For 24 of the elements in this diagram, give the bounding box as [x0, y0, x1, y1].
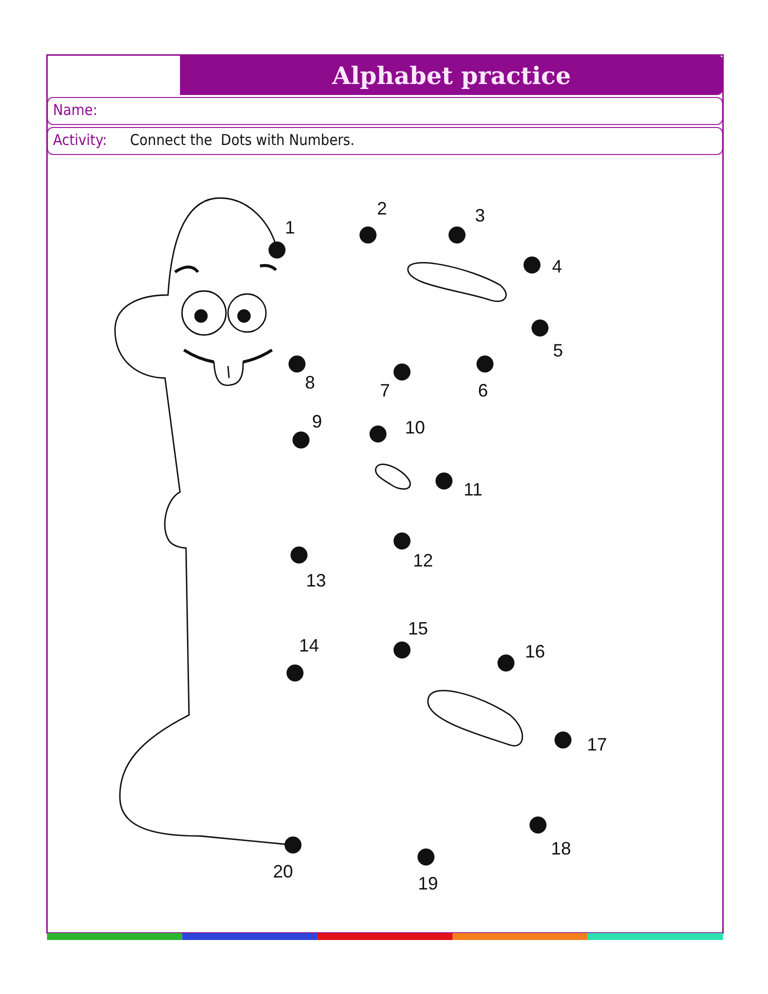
- dot-number: 17: [586, 734, 608, 756]
- field-label: Name:: [53, 101, 98, 119]
- dot-number: 10: [404, 418, 426, 438]
- field-label: Activity:: [53, 131, 107, 149]
- dot-number: 8: [305, 372, 315, 394]
- dot-number: 12: [412, 550, 434, 572]
- dot-number: 11: [464, 480, 482, 500]
- dot-number: 18: [550, 838, 572, 860]
- dot-number: 1: [285, 218, 295, 238]
- dot-number: 14: [298, 636, 320, 656]
- dot-number: 16: [524, 642, 546, 662]
- dot-number: 9: [312, 412, 322, 432]
- dot-number: 5: [553, 340, 563, 362]
- dot-number: 4: [552, 256, 562, 278]
- dot-number: 15: [408, 618, 428, 640]
- dot-number: 2: [377, 198, 387, 220]
- dot-number: 3: [475, 206, 485, 226]
- dot-number: 20: [272, 862, 294, 882]
- dot-number: 7: [380, 380, 390, 402]
- title-banner: Alphabet practice: [180, 55, 723, 95]
- instruction-text: Connect the Dots with Numbers.: [130, 131, 355, 149]
- dot-number: 19: [418, 874, 438, 894]
- dot-number: 6: [478, 380, 488, 402]
- dot-number: 13: [306, 570, 326, 592]
